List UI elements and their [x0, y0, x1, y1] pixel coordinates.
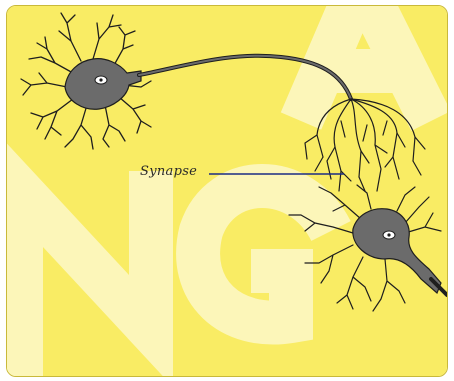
diagram-panel: Synapse [6, 5, 448, 377]
synapse-label: Synapse [140, 164, 197, 179]
